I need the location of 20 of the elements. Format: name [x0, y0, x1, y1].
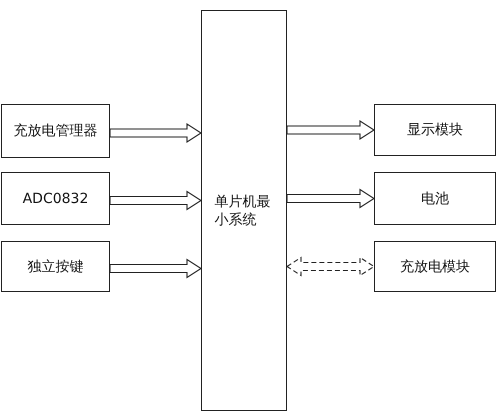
module-box — [374, 104, 496, 156]
node-label: 电池 — [421, 190, 449, 208]
node-label: 独立按键 — [28, 258, 84, 276]
block-arrow — [286, 188, 376, 208]
block-arrow — [109, 190, 202, 210]
module-box — [1, 172, 110, 225]
module-box — [1, 241, 110, 292]
node-label: 单片机最小系统 — [214, 192, 272, 228]
system-box — [201, 10, 287, 411]
node-label: ADC0832 — [22, 190, 88, 206]
block-arrow — [109, 258, 202, 278]
module-box — [374, 172, 496, 225]
node-label: 充放电模块 — [400, 258, 470, 276]
module-box — [1, 104, 110, 158]
module-box — [374, 241, 496, 292]
node-label: 充放电管理器 — [14, 122, 98, 140]
block-arrow — [286, 256, 376, 276]
block-arrow — [286, 120, 376, 140]
block-arrow — [109, 123, 202, 143]
node-label: 显示模块 — [407, 121, 463, 139]
